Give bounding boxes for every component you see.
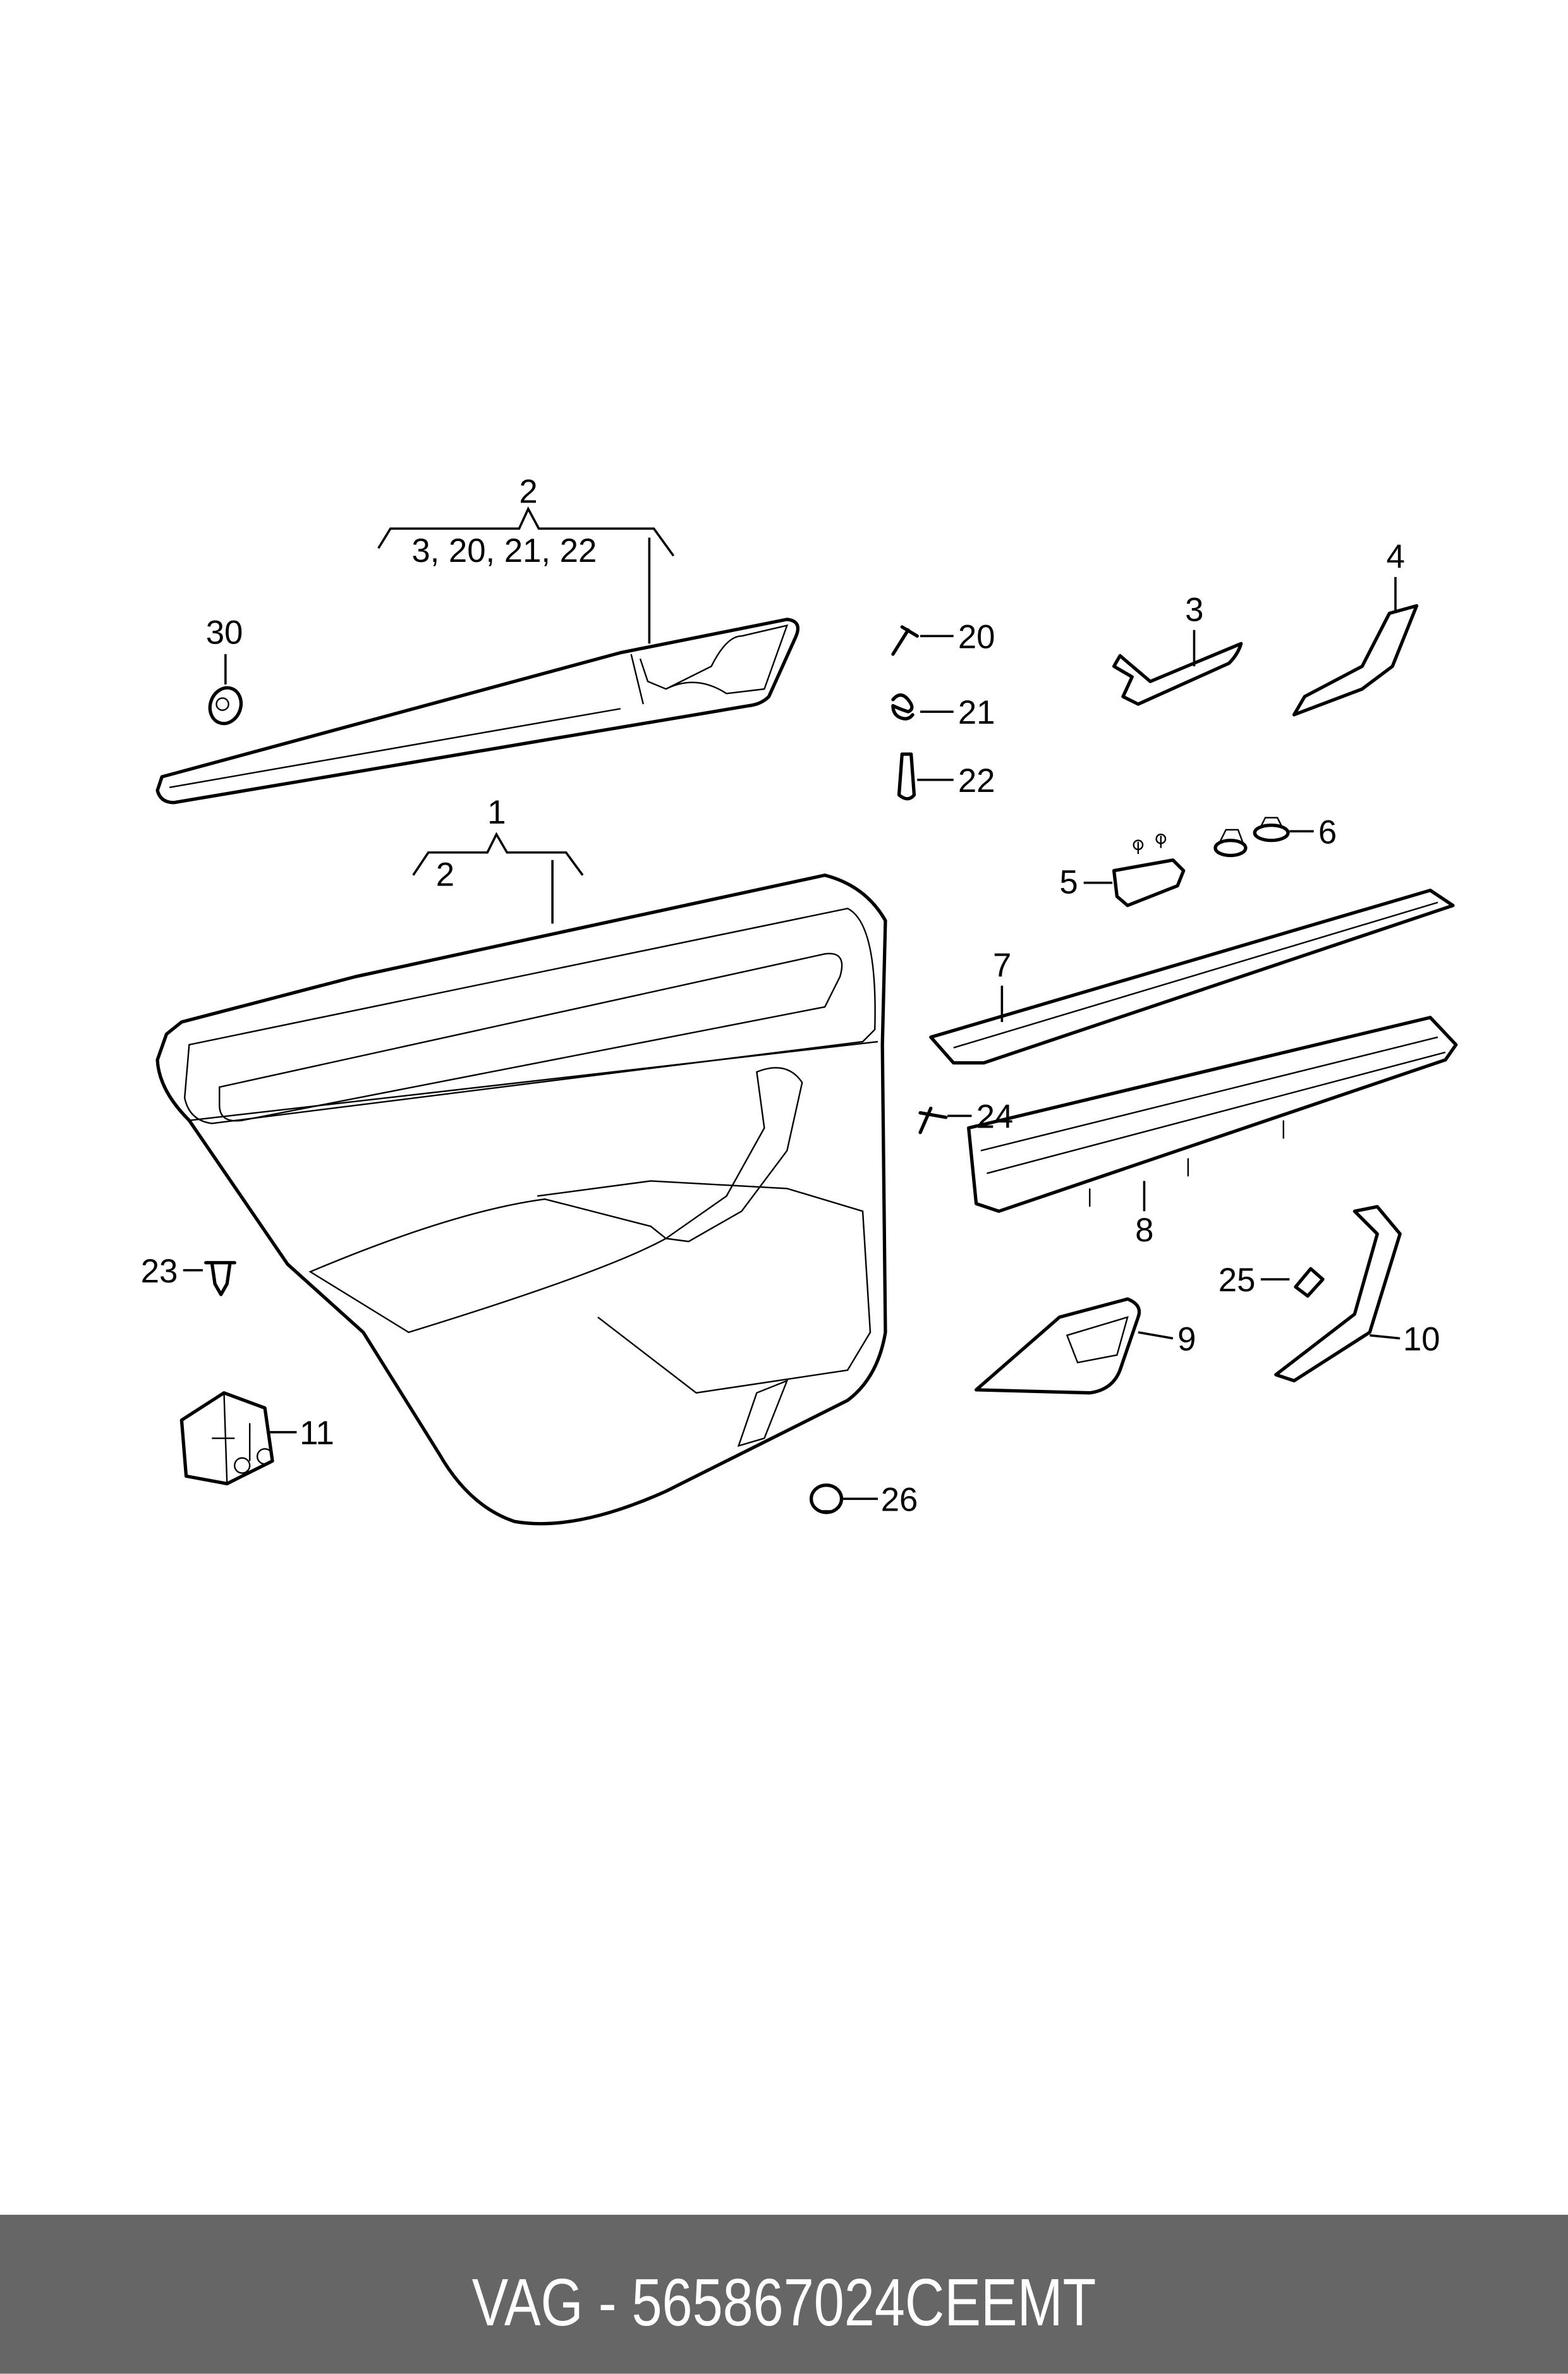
part-6-cap: 6	[1213, 813, 1337, 858]
part-26-clip: 26	[809, 1481, 918, 1518]
part-20-screw: 20	[891, 618, 995, 656]
part-25-clip: 25	[1219, 1262, 1325, 1299]
callout-24: 24	[976, 1099, 1014, 1136]
part-9-switch-trim: 9	[975, 1297, 1196, 1395]
callout-21: 21	[958, 694, 995, 731]
footer-bar: VAG - 565867024CEEMT	[0, 2215, 1568, 2374]
callout-11: 11	[300, 1415, 334, 1452]
callout-22: 22	[958, 762, 995, 800]
part-24-screw: 24	[918, 1099, 1014, 1136]
callout-9: 9	[1177, 1321, 1196, 1358]
part-4-trim: 4	[1292, 539, 1419, 717]
part-21-spring: 21	[891, 693, 995, 731]
callout-30: 30	[206, 614, 243, 651]
part-2-trim-strip	[155, 618, 799, 805]
part-3-handle-trim: 3	[1112, 591, 1243, 706]
part-5-bracket: 5	[1059, 833, 1186, 908]
callout-20: 20	[958, 618, 995, 655]
part-30-clip: 30	[206, 614, 243, 726]
part-1-door-panel	[155, 874, 887, 1526]
callout-group2-members: 3, 20, 21, 22	[411, 532, 597, 569]
bracket-group-1: 1 2	[412, 794, 584, 924]
part-10-trim: 10	[1274, 1205, 1440, 1383]
callout-2-top: 2	[519, 473, 537, 511]
callout-5: 5	[1059, 863, 1078, 901]
part-7-strip: 7	[929, 888, 1455, 1065]
part-number-label: VAG - 565867024CEEMT	[472, 2266, 1097, 2340]
callout-23: 23	[141, 1253, 178, 1290]
callout-25: 25	[1219, 1262, 1256, 1299]
part-23-clip: 23	[141, 1253, 236, 1296]
callout-8: 8	[1135, 1212, 1153, 1249]
callout-26: 26	[881, 1481, 918, 1518]
callout-1-member: 2	[436, 856, 454, 893]
callout-4: 4	[1387, 539, 1405, 576]
part-11-connector: 11	[179, 1391, 334, 1486]
callout-10: 10	[1403, 1321, 1440, 1358]
bracket-group-2: 2 3, 20, 21, 22	[377, 473, 675, 644]
part-8-rail: 8	[967, 1016, 1458, 1249]
part-22-pin: 22	[897, 752, 995, 801]
callout-6: 6	[1318, 813, 1337, 851]
callout-3: 3	[1185, 591, 1203, 628]
callout-7: 7	[993, 947, 1011, 984]
callout-1-top: 1	[487, 794, 506, 831]
